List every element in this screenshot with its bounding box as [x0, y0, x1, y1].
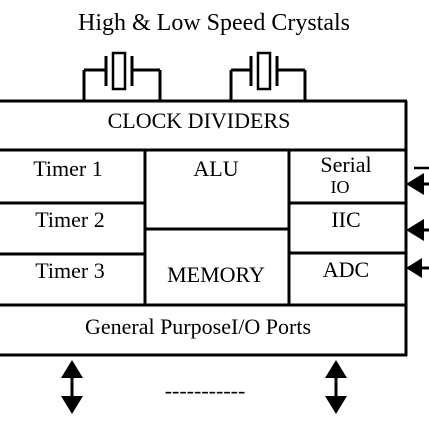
- timer3-label: Timer 3: [35, 258, 104, 283]
- bidirectional-arrow-icon: [325, 360, 347, 414]
- iic-arrow-icon: [406, 219, 429, 241]
- memory-label: MEMORY: [167, 262, 265, 287]
- serial-io-label: IO: [331, 177, 350, 197]
- gpio-label: General PurposeI/O Ports: [85, 314, 311, 339]
- timer1-label: Timer 1: [33, 156, 102, 181]
- adc-label: ADC: [323, 257, 369, 282]
- ports-ellipsis: -----------: [165, 378, 246, 403]
- alu-label: ALU: [193, 156, 238, 181]
- serial-arrow-icon: [406, 166, 429, 195]
- chip-outline: [0, 99, 408, 357]
- diagram-title: High & Low Speed Crystals: [78, 10, 350, 36]
- crystal-icon: [82, 51, 162, 101]
- iic-label: IIC: [331, 207, 360, 232]
- bidirectional-arrow-icon: [61, 360, 83, 414]
- serial-label: Serial: [320, 152, 371, 177]
- timer2-label: Timer 2: [35, 207, 104, 232]
- crystal-icon: [229, 51, 307, 101]
- adc-arrow-icon: [406, 258, 429, 278]
- clock-dividers-label: CLOCK DIVIDERS: [108, 108, 291, 133]
